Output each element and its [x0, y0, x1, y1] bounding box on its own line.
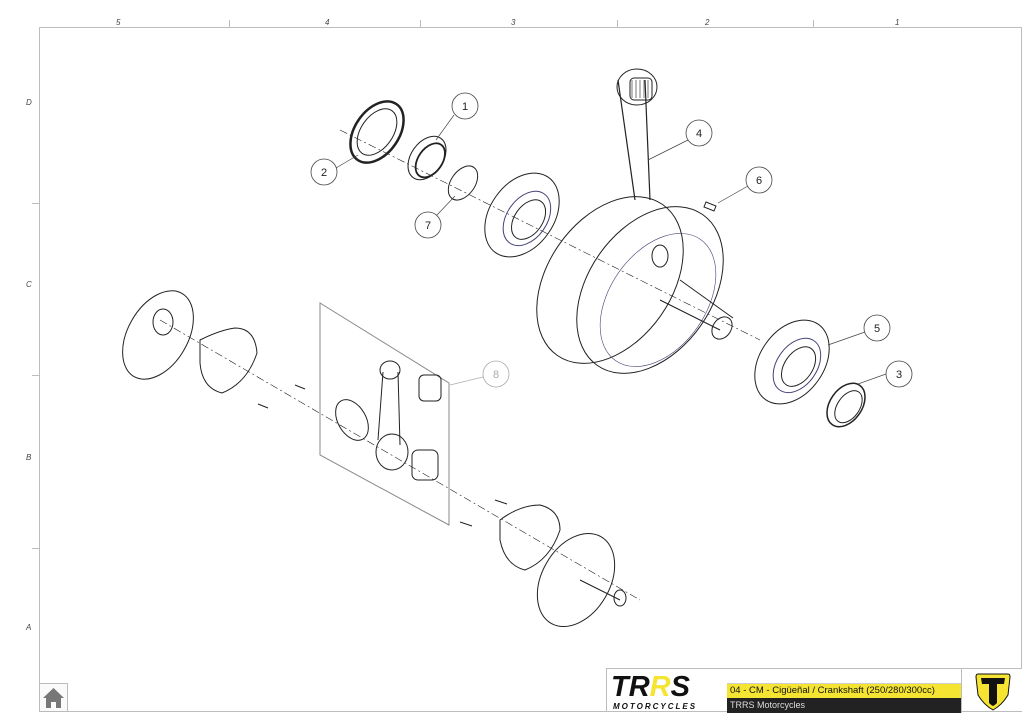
column-label: 1 [895, 18, 900, 27]
row-label: A [26, 623, 32, 632]
zone-tick [32, 203, 39, 204]
column-label: 5 [116, 18, 121, 27]
center-line [159, 319, 641, 601]
callout-3: 3 [885, 360, 913, 388]
home-icon [43, 688, 64, 708]
title-block: TRRS MOTORCYCLES 04 - CM - Cigüeñal / Cr… [606, 668, 1023, 713]
callout-6: 6 [745, 166, 773, 194]
zone-tick [617, 20, 618, 27]
drawing-subtitle: TRRS Motorcycles [727, 698, 961, 713]
center-line [339, 129, 761, 341]
svg-text:6: 6 [756, 175, 762, 187]
callout-5: 5 [863, 314, 891, 342]
svg-text:1: 1 [462, 101, 468, 113]
main-bearing-right [754, 319, 830, 405]
row-label: D [26, 98, 32, 107]
main-bearing-left [484, 172, 560, 258]
zone-tick [813, 20, 814, 27]
crankshaft-assembly [536, 68, 734, 374]
title-block-empty-field [727, 669, 961, 684]
callout-7: 7 [414, 211, 442, 239]
zone-tick [229, 20, 230, 27]
conrod-kit-part-8 [335, 360, 442, 481]
svg-text:TRRS: TRRS [611, 671, 691, 703]
oil-seal-part-3 [826, 382, 866, 428]
zone-tick [32, 548, 39, 549]
oil-seal-part-2 [349, 100, 405, 164]
column-label: 3 [511, 18, 516, 27]
crank-half-left [122, 290, 306, 409]
woodruff-key-part-6 [703, 201, 717, 212]
conrod-kit-box [319, 302, 450, 526]
zone-tick [420, 20, 421, 27]
callout-1: 1 [451, 92, 479, 120]
svg-text:4: 4 [696, 128, 702, 140]
svg-text:3: 3 [896, 369, 902, 381]
home-button[interactable] [39, 683, 68, 712]
callout-8: 8 [482, 360, 510, 388]
trrs-shield-logo [961, 669, 1023, 713]
svg-text:2: 2 [321, 167, 327, 179]
o-ring-part-7 [447, 165, 479, 201]
row-label: C [26, 280, 32, 289]
callout-2: 2 [310, 158, 338, 186]
svg-text:8: 8 [493, 369, 499, 381]
callout-4: 4 [685, 119, 713, 147]
svg-text:MOTORCYCLES: MOTORCYCLES [613, 702, 697, 711]
trrs-logo: TRRS MOTORCYCLES [611, 671, 697, 711]
svg-text:5: 5 [874, 323, 880, 335]
column-label: 2 [705, 18, 710, 27]
column-label: 4 [325, 18, 330, 27]
crank-half-right [459, 499, 627, 628]
drawing-title: 04 - CM - Cigüeñal / Crankshaft (250/280… [727, 684, 961, 698]
bearing-ring-part-1 [407, 135, 447, 181]
row-label: B [26, 453, 32, 462]
zone-tick [32, 375, 39, 376]
svg-text:7: 7 [425, 220, 431, 232]
drawing-sheet-border [39, 27, 1022, 712]
